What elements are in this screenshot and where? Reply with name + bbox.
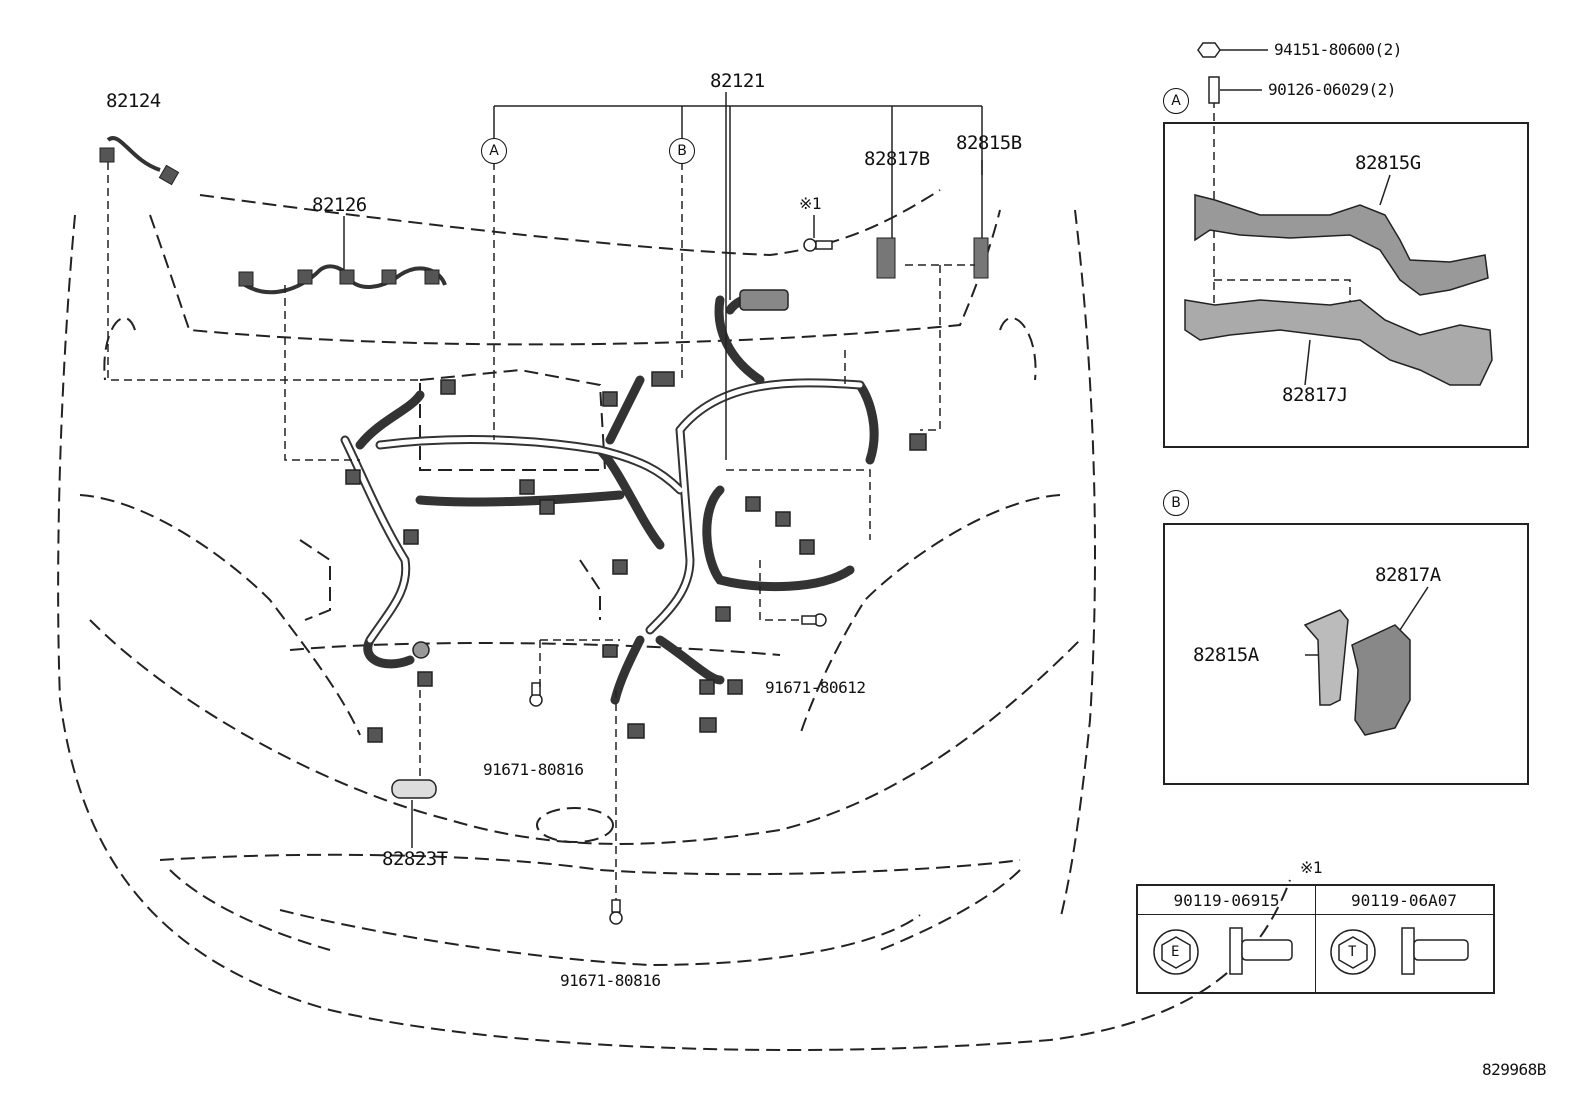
leader-lines	[343, 49, 1429, 848]
vehicle-body-outline	[57, 189, 1291, 1051]
inset-box-a	[1163, 122, 1529, 448]
part-82124-connector-b	[158, 164, 180, 186]
part-82815G-shape	[1194, 194, 1489, 296]
label-91671-80612: 91671-80612	[765, 678, 866, 697]
fastener-t-icon	[1330, 927, 1469, 975]
fastener-table-note-mark: ※1	[1300, 858, 1323, 877]
label-82815G: 82815G	[1355, 152, 1421, 174]
part-82823T-shape	[391, 641, 437, 799]
part-82124-harness	[106, 136, 161, 172]
drawing-number: 829968B	[1482, 1060, 1546, 1079]
label-82126: 82126	[312, 194, 367, 216]
fastener-table-header-2: 90119-06A07	[1315, 886, 1493, 915]
label-82817J: 82817J	[1282, 384, 1348, 406]
harness-connectors	[345, 289, 927, 743]
part-82815A-shape	[1303, 609, 1349, 706]
label-90126-06029: 90126-06029(2)	[1268, 80, 1396, 99]
label-91671-80816-a: 91671-80816	[483, 760, 584, 779]
inset-box-b	[1163, 523, 1529, 785]
label-82817B: 82817B	[864, 148, 930, 170]
part-82817B-shape	[876, 237, 896, 279]
bolt-91671-80612-icon	[801, 613, 827, 627]
part-82124-connector-a	[99, 147, 115, 163]
label-82815B: 82815B	[956, 132, 1022, 154]
part-82817J-shape	[1184, 299, 1493, 386]
part-82817A-shape	[1351, 624, 1411, 736]
fastener-table-divider	[1315, 886, 1316, 992]
label-82121: 82121	[710, 70, 765, 92]
fastener-t-symbol: T	[1348, 944, 1356, 960]
callout-b-main: B	[669, 138, 695, 164]
fastener-e-icon	[1153, 927, 1293, 975]
label-82124: 82124	[106, 90, 161, 112]
fastener-e-symbol: E	[1171, 944, 1179, 960]
callout-b-inset: B	[1163, 490, 1189, 516]
nut-94151-icon	[1197, 42, 1221, 58]
fastener-table: 90119-06915 90119-06A07	[1136, 884, 1495, 994]
bolt-91671-80816-icon-a	[529, 682, 543, 707]
part-82815B-shape	[973, 237, 989, 279]
bolt-91671-80816-icon-b	[609, 899, 623, 925]
harness-main-inner	[342, 380, 863, 643]
bolt-note1-icon	[803, 238, 833, 252]
label-82815A: 82815A	[1193, 644, 1259, 666]
label-82823T: 82823T	[382, 848, 448, 870]
callout-a-main: A	[481, 138, 507, 164]
label-note1: ※1	[799, 194, 822, 213]
part-82126-connectors	[238, 269, 440, 287]
label-94151-80600: 94151-80600(2)	[1274, 40, 1402, 59]
label-82817A: 82817A	[1375, 564, 1441, 586]
stud-90126-icon	[1208, 76, 1220, 104]
fastener-table-header-1: 90119-06915	[1138, 886, 1315, 915]
callout-a-inset: A	[1163, 88, 1189, 114]
label-91671-80816-b: 91671-80816	[560, 971, 661, 990]
reference-lines	[107, 100, 1351, 900]
